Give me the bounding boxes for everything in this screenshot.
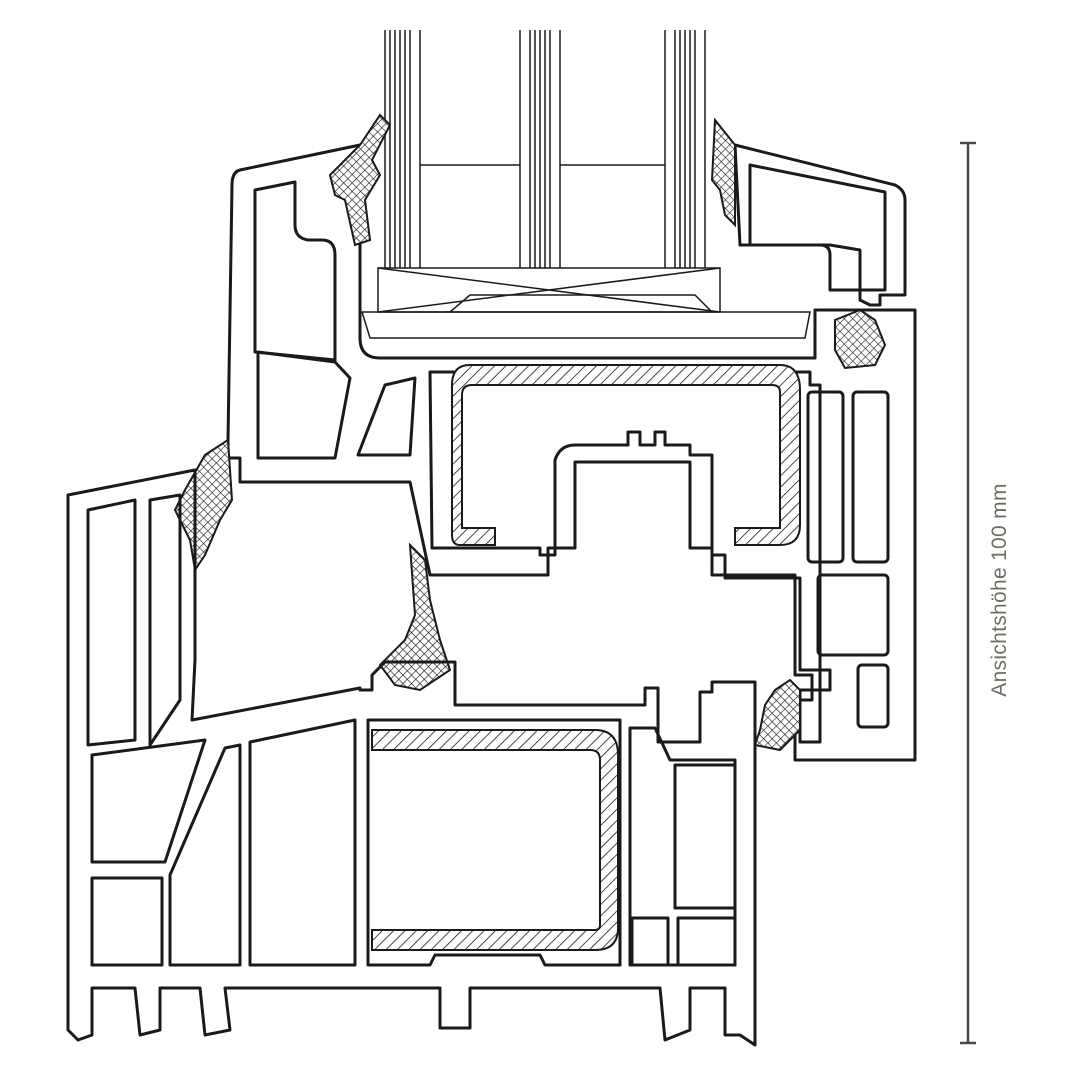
glazing-spacer xyxy=(360,267,811,339)
dimension-label: Ansichtshöhe 100 mm xyxy=(988,483,1011,697)
sash-profile xyxy=(226,143,917,762)
frame-profile xyxy=(66,468,757,1047)
glass-panes xyxy=(384,30,706,268)
sash-steel-reinforcement xyxy=(451,364,801,546)
gaskets xyxy=(173,113,887,752)
frame-steel-reinforcement xyxy=(371,729,619,951)
